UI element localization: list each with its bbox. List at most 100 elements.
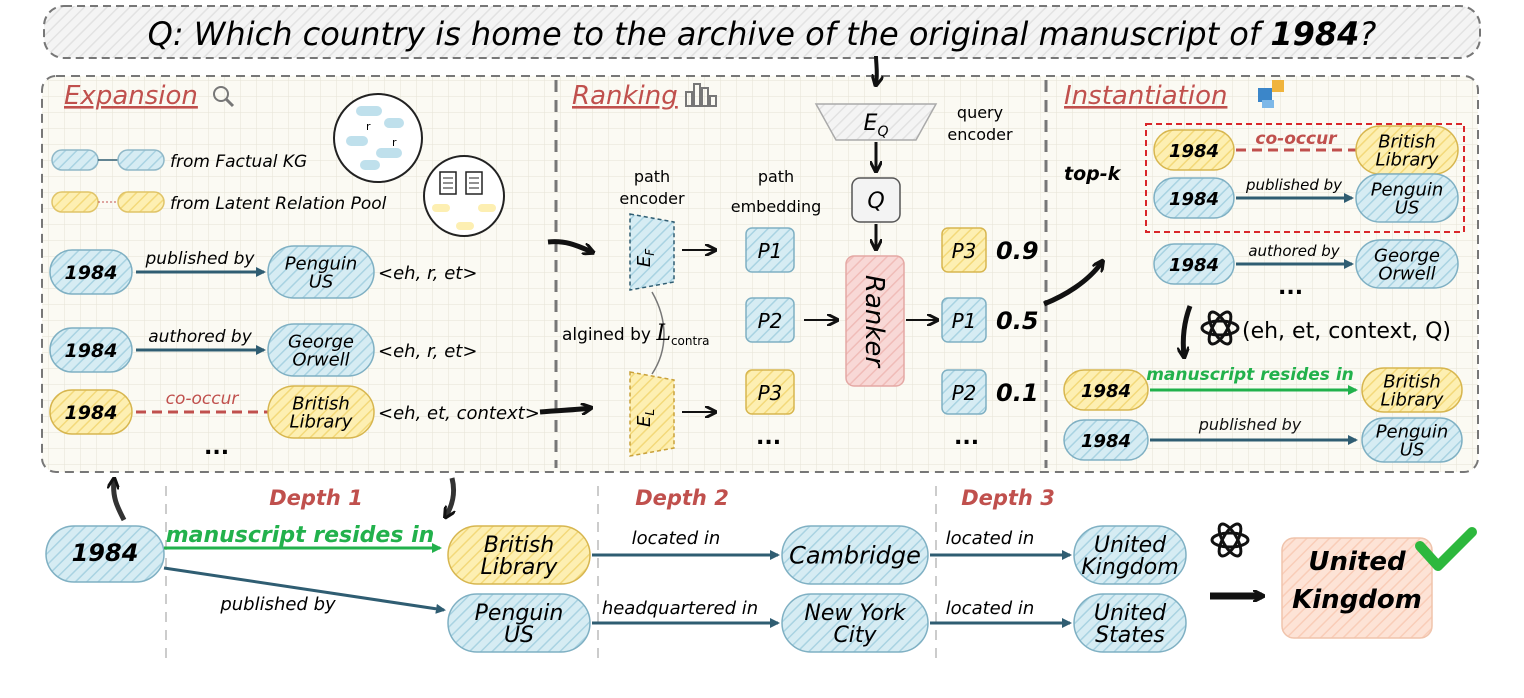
node-united-states [1073,593,1187,653]
query-encoder-label-1: query [957,103,1003,122]
llm-input-label: (eh, et, context, Q) [1242,319,1451,344]
expansion-tail-line-1: George [288,331,354,352]
expansion-tuple: <eh, r, et> [378,341,477,362]
kg-r-label: r [392,136,397,149]
node-british-library-line-2: Library [481,555,559,580]
instantiation-head-label: 1984 [1169,255,1219,276]
expansion-tail-line-1: Penguin [285,253,358,274]
legend-factual-label: from Factual KG [170,152,307,172]
expansion-tuple: <eh, et, context> [378,403,540,424]
question-banner [43,5,1481,59]
expansion-title: Expansion [64,81,198,111]
node-new-york [781,593,929,653]
query-encoder-label-2: encoder [947,125,1013,144]
rel-located-label: located in [946,598,1035,619]
instantiation-tail-node [1355,173,1459,223]
node-penguin [447,593,591,653]
rel-located-label: located in [632,528,721,549]
expansion-head-label: 1984 [65,402,118,424]
node-united-states-line-2: States [1095,623,1165,648]
kg-graph-icon: r r [333,93,423,183]
path-embedding-box [745,227,795,273]
ranker-label: Ranker [859,275,889,370]
expansion-tail-node [267,323,375,377]
expansion-tail-line-2: Library [290,411,353,432]
node-united-kingdom-line-2: Kingdom [1081,555,1178,580]
embedding-ellipsis: ... [756,425,781,450]
path-encoder-label-2: encoder [619,189,685,208]
puzzle-icon [1258,80,1284,108]
output-rel-label: manuscript resides in [1146,365,1354,385]
rel-headquartered-label: headquartered in [602,598,758,619]
instantiation-rel-label: published by [1245,176,1343,194]
depth-2-label: Depth 2 [635,486,729,510]
output-tail-line-1: British [1383,371,1441,392]
expansion-tail-node [267,245,375,299]
expansion-tail-line-2: Orwell [292,349,349,370]
instantiation-rel-label: co-occur [1255,129,1338,149]
topk-highlight-box [1145,123,1465,233]
ef-label: EF [634,248,657,267]
ranked-score: 0.5 [996,307,1039,335]
instantiation-head-label: 1984 [1169,141,1219,162]
query-encoder-shape [814,103,938,141]
instantiation-ellipsis: ... [1278,275,1303,300]
node-new-york-line-2: City [833,623,877,648]
magnifier-icon [213,86,235,108]
root-node [45,525,165,583]
ranked-path-label: P3 [952,239,977,263]
path-embedding-label-2: embedding [731,197,821,216]
question-to-encoder-arrow [876,55,877,84]
topk-label: top-k [1064,163,1122,185]
output-rel-label: published by [1198,415,1302,434]
expansion-tuple: <eh, r, et> [378,263,477,284]
llm-icon-bottom [1210,522,1250,558]
ranked-path-box [941,369,987,415]
node-british-library [447,525,591,585]
rel-located-label: located in [946,528,1035,549]
ranked-score: 0.1 [996,379,1039,407]
instantiation-tail-line-1: George [1374,245,1440,266]
instantiation-rel-label: authored by [1248,242,1340,260]
ranker-box [845,255,905,387]
ranked-path-label: P2 [952,381,977,405]
instantiation-head-label: 1984 [1169,189,1219,210]
output-head-node [1063,369,1149,411]
instantiation-down-arrow [1183,305,1193,356]
factual-encoder-shape [629,213,675,291]
instantiation-title: Instantiation [1064,81,1227,111]
node-new-york-line-1: New York [804,601,907,626]
edge-published [163,566,446,614]
instantiation-head-node [1153,243,1235,285]
path-embedding-box [745,369,795,415]
q-box [851,177,901,223]
expansion-to-depth1-arrow [446,477,457,516]
latent-encoder-shape [629,371,675,457]
instantiation-head-node [1153,177,1235,219]
path-embedding-label: P2 [758,309,783,333]
alignment-curve [651,291,665,375]
output-tail-line-2: Library [1381,389,1444,410]
rel-manuscript-label: manuscript resides in [166,523,435,548]
ranked-score: 0.9 [996,237,1039,265]
expansion-rel-label: authored by [148,327,252,347]
path-embedding-label: P1 [758,239,783,263]
answer-box [1281,537,1433,639]
output-head-label: 1984 [1081,431,1131,452]
el-label: EL [634,409,657,427]
legend-factual: from Factual KG [51,149,307,172]
node-penguin-line-1: Penguin [475,601,564,626]
legend-latent-label: from Latent Relation Pool [170,194,387,214]
instantiation-head-node [1153,129,1235,171]
document-pool-icon [423,155,505,237]
expansion-head-label: 1984 [65,262,118,284]
question-text: Q: Which country is home to the archive … [148,15,1377,53]
output-tail-node [1361,367,1463,413]
instantiation-tail-line-1: Penguin [1371,179,1444,200]
depth-1-label: Depth 1 [269,486,363,510]
path-embedding-label-1: path [758,167,794,186]
ranking-title: Ranking [572,81,678,111]
